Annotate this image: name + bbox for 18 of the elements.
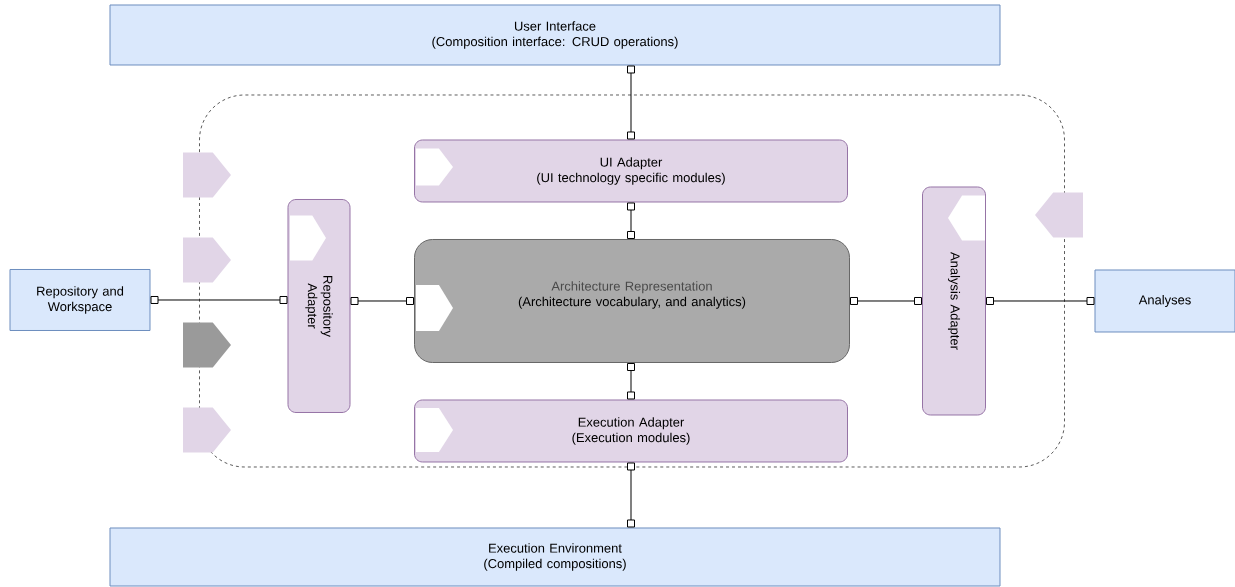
connector	[627, 202, 635, 239]
connector	[627, 65, 635, 140]
connector	[627, 462, 635, 528]
system-box: Execution Environment (Compiled compositions)	[109, 527, 1001, 587]
adapter-box: Repository Adapter	[287, 199, 351, 413]
connector	[986, 297, 1095, 305]
adapter-box: UI Adapter (UI technology specific modules)	[414, 139, 848, 203]
boundary-frame	[199, 94, 1065, 468]
system-box: Analyses	[1094, 269, 1235, 333]
connector	[150, 296, 288, 304]
system-box: User Interface (Composition interface: CRUD operations)	[109, 4, 1001, 66]
system-box: Repository and Workspace	[9, 269, 151, 331]
core-box: Architecture Representation (Architecture vocabulary, and analytics)	[414, 239, 850, 363]
connector	[627, 363, 635, 400]
connector	[350, 297, 414, 305]
adapter-box: Execution Adapter (Execution modules)	[414, 399, 848, 463]
adapter-box: Analysis Adapter	[922, 186, 986, 416]
connector	[850, 297, 922, 305]
